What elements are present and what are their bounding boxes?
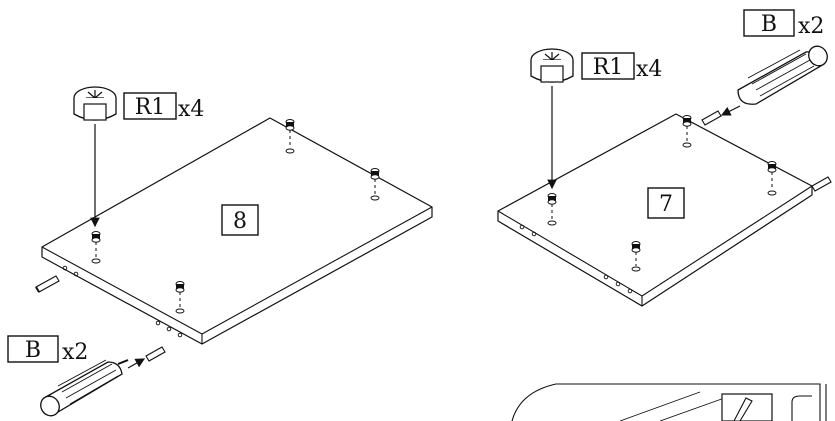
cam-lock-part-label: R1 x4 (581, 52, 662, 82)
cam-lock-fitting (767, 161, 777, 196)
cam-lock-icon (73, 86, 117, 121)
dowel-icon (145, 346, 166, 362)
screwdriver-icon (737, 45, 828, 105)
cam-lock-fitting (285, 119, 295, 154)
panel-number-label: 8 (221, 204, 259, 236)
cam-lock-part-code: R1 (593, 55, 624, 80)
cam-lock-fitting (631, 241, 641, 272)
dowel-icon (811, 176, 832, 192)
dowel-part-code: B (25, 338, 41, 363)
cam-lock-part-code: R1 (135, 95, 166, 120)
cam-lock-fitting (682, 115, 692, 148)
dowel-quantity: x2 (798, 14, 824, 39)
cam-lock-quantity: x4 (636, 57, 662, 82)
screwdriver-icon (40, 359, 129, 417)
panel-number-label: 7 (647, 187, 685, 219)
step-panel-8: 8 R1 x4 (7, 86, 433, 417)
cam-lock-fitting (91, 231, 101, 264)
dowel-part-label: B x2 (743, 9, 824, 39)
cam-lock-quantity: x4 (178, 97, 204, 122)
step-panel-7: 7 R1 x4 (497, 9, 832, 307)
cam-lock-fitting (175, 281, 185, 314)
cam-lock-fitting (547, 193, 557, 226)
cam-lock-part-label: R1 x4 (123, 92, 204, 122)
dowel-icon (35, 275, 60, 293)
dowel-part-code: B (761, 12, 777, 37)
dowel-part-label: B x2 (7, 335, 88, 365)
panel-number-text: 8 (233, 209, 247, 234)
next-step-frame (511, 383, 827, 421)
cam-lock-icon (530, 48, 574, 83)
cam-lock-fitting (370, 168, 380, 201)
panel-number-text: 7 (659, 192, 673, 217)
dowel-icon (701, 110, 722, 126)
dowel-quantity: x2 (62, 340, 88, 365)
pencil-icon (733, 397, 753, 421)
